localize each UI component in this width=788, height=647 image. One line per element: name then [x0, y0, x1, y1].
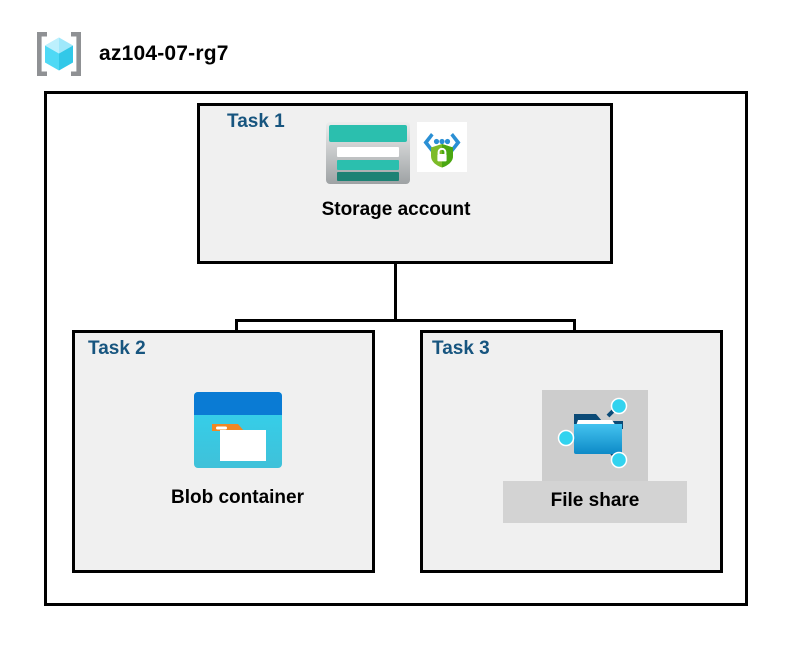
blob-container-node: Blob container	[150, 392, 325, 509]
resource-group-icon	[33, 28, 85, 80]
storage-account-icon-group	[325, 122, 467, 189]
file-share-icon-highlight	[542, 390, 648, 481]
resource-group-header: az104-07-rg7	[33, 28, 229, 80]
task-3-label: Task 3	[432, 338, 490, 359]
connector-storage-to-bus	[394, 264, 397, 322]
file-share-node: File share	[500, 390, 690, 523]
file-share-icon	[554, 396, 636, 477]
blob-container-caption: Blob container	[170, 487, 304, 508]
file-share-caption: File share	[550, 490, 640, 511]
resource-group-title: az104-07-rg7	[99, 42, 229, 65]
storage-account-node: Storage account	[296, 122, 496, 221]
blob-container-icon	[193, 392, 282, 473]
storage-account-caption: Storage account	[321, 199, 471, 220]
file-share-label-highlight: File share	[503, 481, 687, 523]
secure-transfer-shield-icon	[416, 122, 467, 177]
storage-account-icon	[325, 122, 410, 189]
task-1-label: Task 1	[227, 111, 285, 132]
task-2-label: Task 2	[88, 338, 146, 359]
connector-branch-bus	[235, 319, 576, 322]
